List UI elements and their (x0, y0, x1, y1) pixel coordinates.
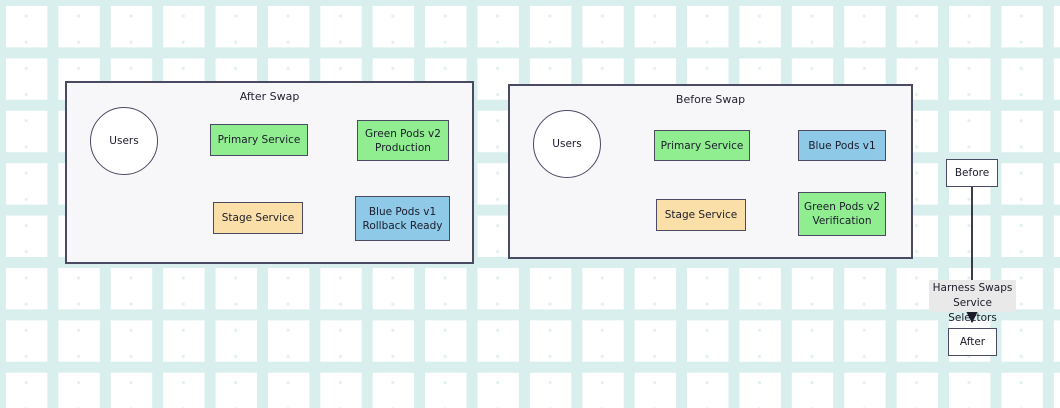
node-after-blue-pods[interactable]: Blue Pods v1 Rollback Ready (355, 196, 450, 241)
node-after-stage-service[interactable]: Stage Service (213, 202, 303, 234)
node-after-primary-service[interactable]: Primary Service (210, 124, 308, 156)
node-before-blue-pods[interactable]: Blue Pods v1 (798, 130, 886, 161)
node-before-primary-service[interactable]: Primary Service (654, 130, 750, 161)
node-after-users[interactable]: Users (90, 107, 158, 175)
edge-label-harness-swaps: Harness Swaps Service Selectors (929, 280, 1016, 324)
node-before-stage-service[interactable]: Stage Service (656, 199, 746, 231)
node-after-green-pods[interactable]: Green Pods v2 Production (357, 120, 449, 161)
node-timeline-before[interactable]: Before (946, 159, 998, 187)
cluster-title-after-swap: After Swap (239, 90, 300, 103)
node-timeline-after[interactable]: After (948, 328, 997, 356)
node-before-green-pods[interactable]: Green Pods v2 Verification (798, 192, 886, 236)
node-before-users[interactable]: Users (533, 110, 601, 178)
cluster-title-before-swap: Before Swap (675, 93, 746, 106)
